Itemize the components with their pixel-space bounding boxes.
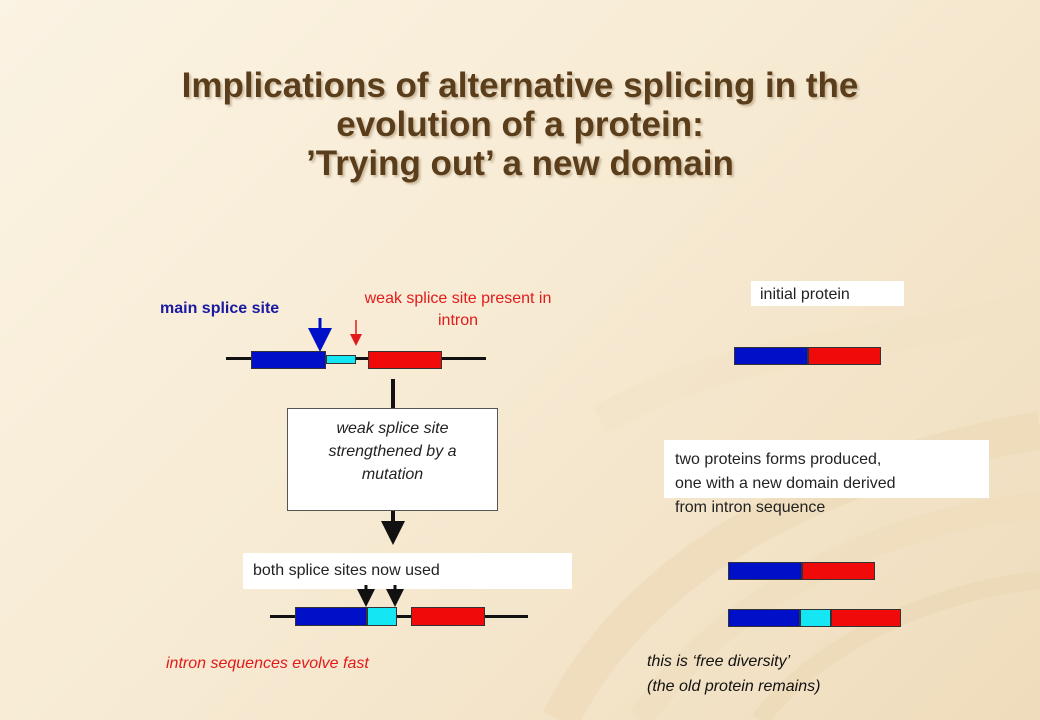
both-sites-label: both splice sites now used xyxy=(253,562,440,579)
intron-evolve-label: intron sequences evolve fast xyxy=(166,655,369,672)
weak-splice-label-line-1: weak splice site present in xyxy=(364,290,552,307)
free-diversity-label: this is ‘free diversity’ (the old protei… xyxy=(647,649,820,699)
exon-red-bottom xyxy=(411,607,485,626)
two-proteins-line-3: from intron sequence xyxy=(675,499,826,516)
two-proteins-text: two proteins forms produced, one with a … xyxy=(675,448,896,520)
protein-b-new-domain xyxy=(800,609,831,627)
two-proteins-box xyxy=(664,440,989,498)
protein-a-blue-domain xyxy=(728,562,802,580)
title-line-3: ’Trying out’ a new domain xyxy=(306,144,734,183)
mutation-line-1: weak splice site xyxy=(336,420,449,437)
title-line-2: evolution of a protein: xyxy=(336,105,704,144)
connector-line-top xyxy=(391,379,395,408)
mutation-line-2: strengthened by a xyxy=(328,443,457,460)
exon-blue-bottom xyxy=(295,607,367,626)
intron-segment-bottom xyxy=(367,607,397,626)
both-sites-box xyxy=(243,553,572,589)
gene-backbone-bottom xyxy=(270,615,528,618)
free-diversity-line-1: this is ‘free diversity’ xyxy=(647,653,791,670)
mutation-line-3: mutation xyxy=(361,466,424,483)
free-diversity-line-2: (the old protein remains) xyxy=(647,678,821,695)
initial-protein-label: initial protein xyxy=(760,286,850,303)
weak-splice-site-label: weak splice site present in intron xyxy=(330,288,586,332)
title-line-1: Implications of alternative splicing in … xyxy=(181,66,859,105)
protein-b-red-domain xyxy=(831,609,901,627)
initial-protein-red-domain xyxy=(808,347,881,365)
two-proteins-line-1: two proteins forms produced, xyxy=(675,451,882,468)
two-proteins-line-2: one with a new domain derived xyxy=(675,475,896,492)
intron-segment-top xyxy=(326,355,356,364)
gene-backbone-top xyxy=(226,357,486,360)
initial-protein-blue-domain xyxy=(734,347,808,365)
protein-a-red-domain xyxy=(802,562,875,580)
exon-red-top xyxy=(368,351,442,369)
slide-title: Implications of alternative splicing in … xyxy=(100,66,940,183)
exon-blue-top xyxy=(251,351,326,369)
initial-protein-box xyxy=(751,281,904,306)
mutation-box: weak splice site strengthened by a mutat… xyxy=(287,408,498,511)
main-splice-site-label: main splice site xyxy=(160,300,280,317)
protein-b-blue-domain xyxy=(728,609,800,627)
weak-splice-label-line-2: intron xyxy=(437,312,479,329)
